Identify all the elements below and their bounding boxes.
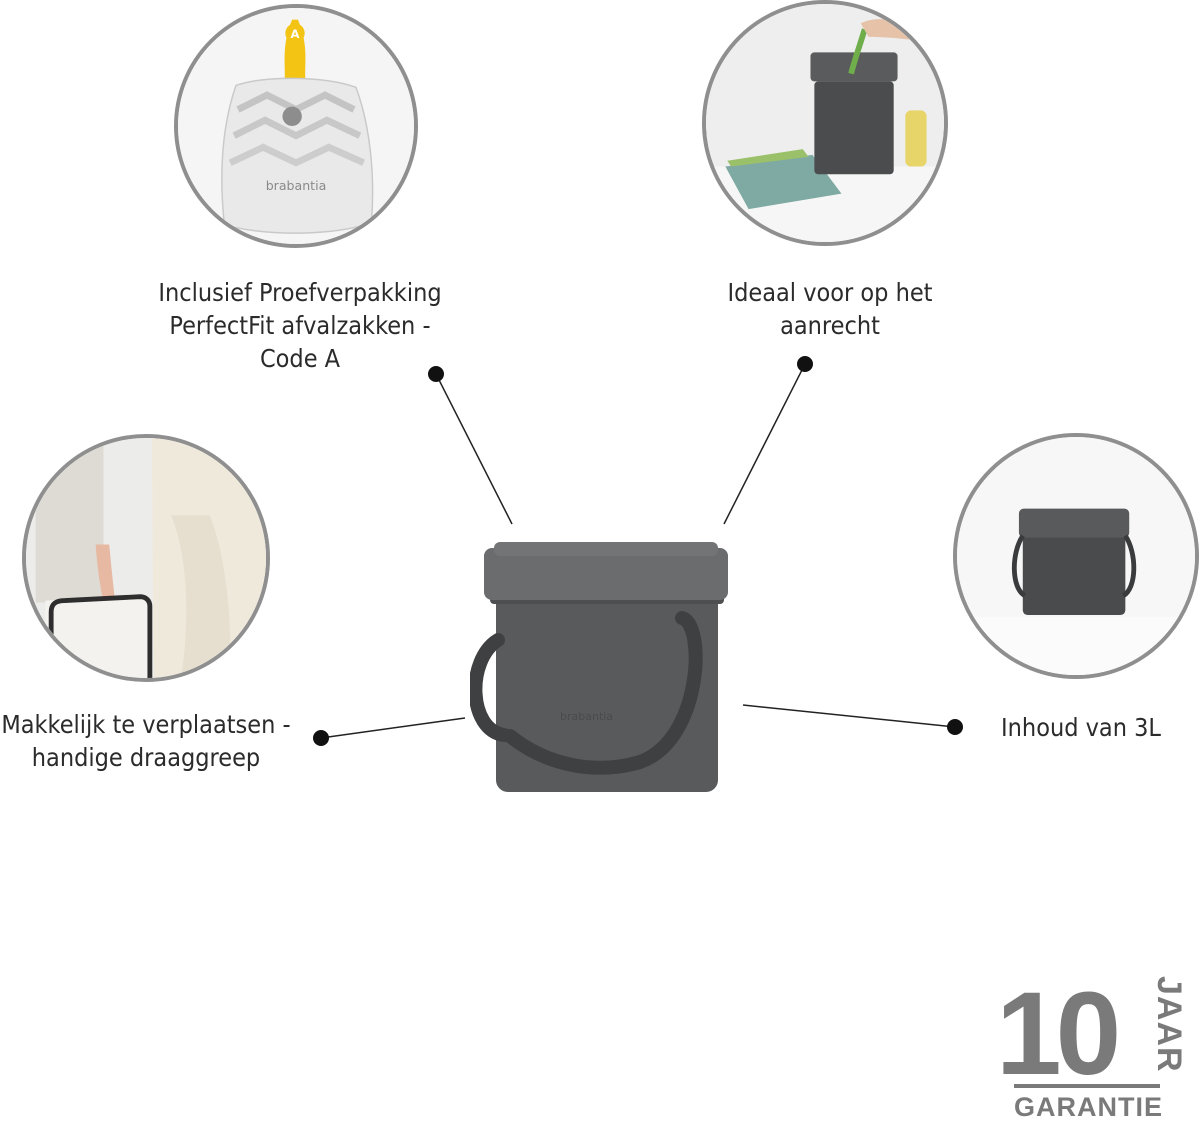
bag-code-label: A xyxy=(291,27,300,41)
connector-bags xyxy=(435,373,513,525)
connector-dot-bags xyxy=(428,366,444,382)
feature-caption-bags: Inclusief Proefverpakking PerfectFit afv… xyxy=(130,276,470,375)
feature-caption-counter: Ideaal voor op het aanrecht xyxy=(690,276,970,342)
carry-handle-photo xyxy=(22,434,270,682)
caption-line: Ideaal voor op het xyxy=(727,278,933,307)
waste-bin-icon: brabantia xyxy=(470,542,728,792)
feature-caption-carry: Makkelijk te verplaatsen - handige draag… xyxy=(0,708,292,774)
product-brand-label: brabantia xyxy=(560,710,613,723)
connector-dot-capacity xyxy=(947,719,963,735)
caption-line: aanrecht xyxy=(780,311,880,340)
caption-line: Code A xyxy=(259,344,341,373)
bin-closeup-photo xyxy=(953,433,1199,679)
connector-carry xyxy=(320,717,466,739)
caption-line: Inhoud van 3L xyxy=(1001,713,1161,742)
caption-line: handige draaggreep xyxy=(31,743,261,772)
guarantee-badge: 10 JAAR GARANTIE xyxy=(996,972,1188,1120)
connector-dot-carry xyxy=(313,730,329,746)
bag-brand-label: brabantia xyxy=(266,178,327,193)
caption-line: Makkelijk te verplaatsen - xyxy=(1,710,291,739)
feature-caption-capacity: Inhoud van 3L xyxy=(986,711,1176,744)
guarantee-number: 10 xyxy=(996,972,1117,1100)
countertop-bin-photo xyxy=(702,0,948,246)
guarantee-word: GARANTIE xyxy=(1014,1092,1163,1120)
perfectfit-bag-photo: A brabantia xyxy=(174,4,418,248)
connector-dot-counter xyxy=(797,356,813,372)
connector-counter xyxy=(723,363,806,525)
caption-line: PerfectFit afvalzakken - xyxy=(169,311,431,340)
guarantee-word-vertical: JAAR xyxy=(1150,976,1188,1073)
connector-capacity xyxy=(742,704,956,728)
caption-line: Inclusief Proefverpakking xyxy=(158,278,442,307)
